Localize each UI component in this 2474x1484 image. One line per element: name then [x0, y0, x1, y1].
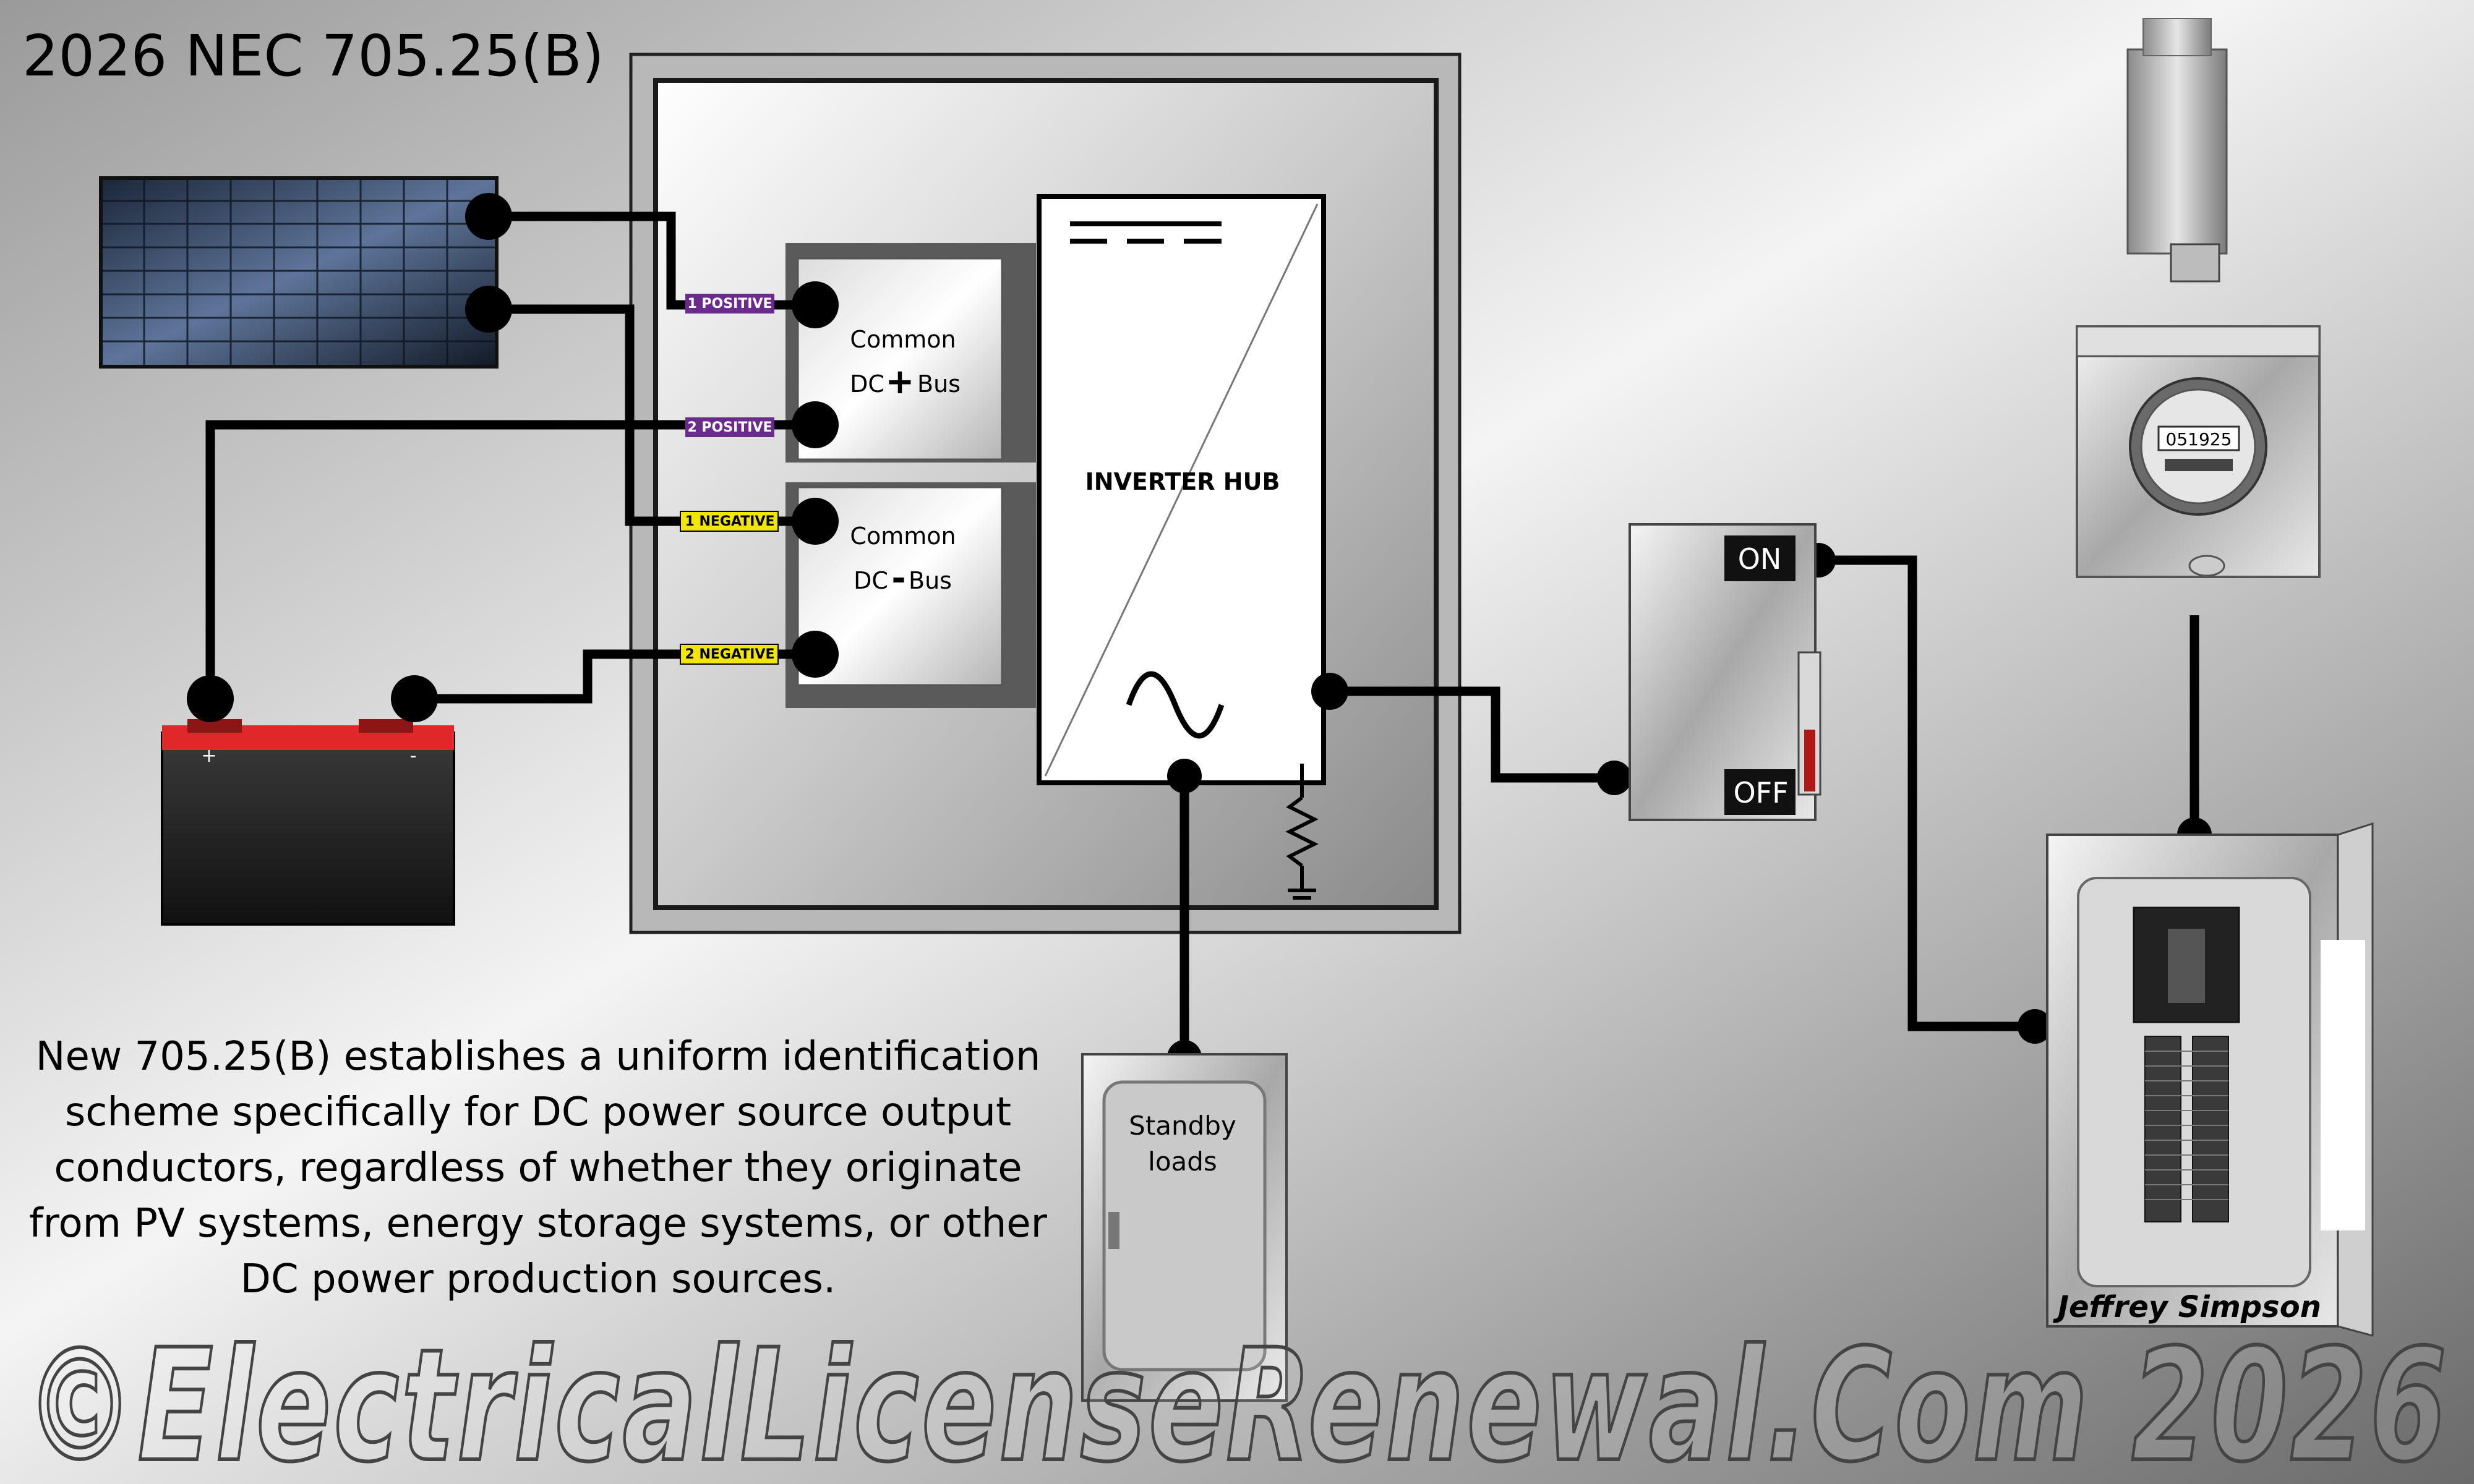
service-mast	[2126, 48, 2228, 255]
bus-positive-dc: DC	[850, 370, 884, 398]
disconnect-switch: ON OFF	[1629, 523, 1821, 821]
grounding-resistor	[1285, 764, 1319, 900]
tag-2-negative: 2 NEGATIVE	[680, 644, 779, 665]
svg-text:1 NEGATIVE: 1 NEGATIVE	[685, 514, 774, 529]
bus-positive-line1: Common	[850, 326, 956, 353]
disconnect-off-label: OFF	[1733, 776, 1788, 809]
artist-signature: Jeffrey Simpson	[2053, 1290, 2321, 1324]
svg-text:2 NEGATIVE: 2 NEGATIVE	[685, 647, 774, 662]
inverter-hub: INVERTER HUB	[1037, 194, 1326, 785]
meter-reading: 051925	[2166, 429, 2232, 450]
description-line-2: scheme specifically for DC power source …	[65, 1090, 1011, 1135]
standby-line1: Standby	[1129, 1111, 1236, 1141]
battery: + -	[161, 719, 455, 926]
main-panelboard: Jeffrey Simpson	[2046, 822, 2374, 1337]
description-line-3: conductors, regardless of whether they o…	[54, 1145, 1022, 1191]
on-label-box	[1724, 535, 1796, 581]
svg-text:2 POSITIVE: 2 POSITIVE	[687, 420, 772, 435]
description-line-4: from PV systems, energy storage systems,…	[29, 1201, 1048, 1247]
bus-negative-symbol: -	[891, 558, 905, 599]
standby-loads-panel: Standby loads	[1081, 1053, 1288, 1402]
page-title: 2026 NEC 705.25(B)	[22, 23, 604, 89]
tag-1-positive: 1 POSITIVE	[685, 294, 774, 313]
bus-positive-symbol: +	[886, 362, 915, 402]
branch-breakers	[2144, 1036, 2229, 1222]
battery-minus: -	[410, 745, 417, 767]
off-label-box	[1724, 769, 1796, 815]
copyright-watermark: ©ElectricalLicenseRenewal.Com 2026	[25, 1316, 2449, 1484]
tag-2-positive: 2 POSITIVE	[685, 417, 774, 437]
bus-negative-bus: Bus	[909, 567, 952, 594]
svg-text:1 POSITIVE: 1 POSITIVE	[687, 296, 772, 312]
description-text: New 705.25(B) establishes a uniform iden…	[29, 1034, 1048, 1302]
description-line-5: DC power production sources.	[241, 1256, 836, 1302]
solar-panel	[99, 176, 499, 369]
tag-1-negative: 1 NEGATIVE	[680, 511, 779, 532]
dc-symbol	[1070, 221, 1222, 244]
disconnect-on-label: ON	[1738, 542, 1782, 576]
battery-plus: +	[201, 745, 216, 767]
bus-positive-bus: Bus	[917, 370, 961, 398]
standby-line2: loads	[1148, 1146, 1217, 1177]
bus-negative-line1: Common	[850, 522, 956, 550]
bus-negative-dc: DC	[854, 567, 888, 594]
terminals	[187, 193, 2212, 1075]
inverter-label: INVERTER HUB	[1085, 468, 1280, 495]
description-line-1: New 705.25(B) establishes a uniform iden…	[36, 1034, 1041, 1080]
ac-symbol	[1126, 671, 1225, 739]
utility-meter: 051925	[2076, 18, 2321, 578]
